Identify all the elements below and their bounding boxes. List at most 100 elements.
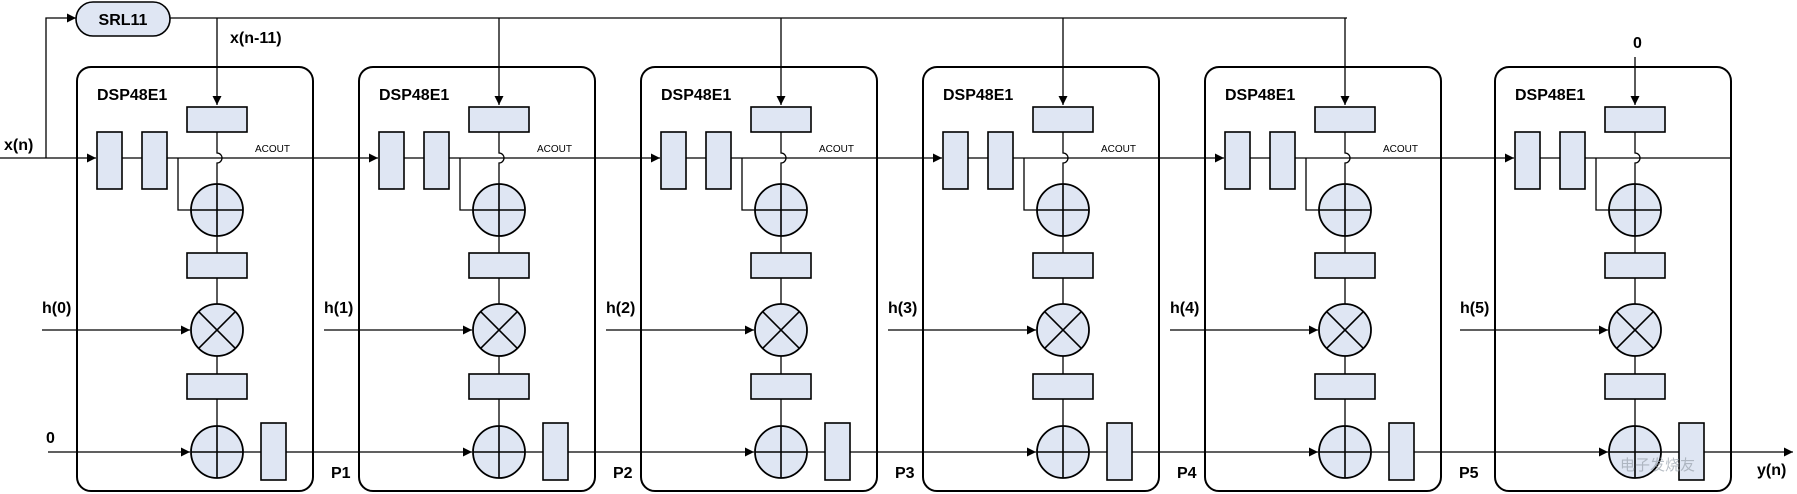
top-register (1604, 106, 1666, 133)
dsp-block-outline (1204, 66, 1442, 492)
multiplier (190, 303, 244, 357)
p-register (260, 422, 287, 481)
top-register (1314, 106, 1376, 133)
pre-adder (1036, 183, 1090, 237)
ad-register (468, 252, 530, 279)
pre-adder (1608, 183, 1662, 237)
acout-label: ACOUT (537, 144, 572, 155)
multiplier-x-b (198, 311, 236, 349)
multiplier (754, 303, 808, 357)
a2-register (141, 131, 168, 190)
p-register (542, 422, 569, 481)
pre-adder (1318, 183, 1372, 237)
top-register (1032, 106, 1094, 133)
a1-register (1514, 131, 1541, 190)
multiplier (472, 303, 526, 357)
a1-register (1224, 131, 1251, 190)
m-register (186, 373, 248, 400)
top-register (750, 106, 812, 133)
srl11-box (75, 1, 171, 37)
multiplier-x-b (1044, 311, 1082, 349)
a-to-preadder-wire (177, 158, 191, 211)
input-label: x(n) (4, 137, 33, 154)
delayed-input-label: x(n-11) (230, 30, 282, 47)
multiplier (1608, 303, 1662, 357)
coefficient-label: h(4) (1170, 300, 1199, 317)
coefficient-label: h(0) (42, 300, 71, 317)
multiplier-x-b (762, 311, 800, 349)
coefficient-label: h(1) (324, 300, 353, 317)
ad-register (1314, 252, 1376, 279)
post-adder (472, 425, 526, 479)
ad-register (1604, 252, 1666, 279)
p-register (1678, 422, 1705, 481)
m-register (1314, 373, 1376, 400)
a-to-preadder-wire (1023, 158, 1037, 211)
post-adder (1036, 425, 1090, 479)
dsp-block-label: DSP48E1 (1515, 87, 1585, 104)
dsp-block-label: DSP48E1 (379, 87, 449, 104)
p-register (824, 422, 851, 481)
a1-register (378, 131, 405, 190)
acout-label: ACOUT (1101, 144, 1136, 155)
dsp-block-outline (1494, 66, 1732, 492)
dsp-block-outline (640, 66, 878, 492)
ad-register (750, 252, 812, 279)
pout-label: P5 (1459, 465, 1479, 482)
multiplier (1036, 303, 1090, 357)
watermark-text: 电子发烧友 (1620, 457, 1695, 474)
coefficient-label: h(3) (888, 300, 917, 317)
pre-adder (472, 183, 526, 237)
post-adder (754, 425, 808, 479)
a-to-preadder-wire (1595, 158, 1609, 211)
acout-label: ACOUT (1383, 144, 1418, 155)
a1-register (942, 131, 969, 190)
a2-register (705, 131, 732, 190)
coefficient-label: h(2) (606, 300, 635, 317)
ad-register (186, 252, 248, 279)
multiplier-x-b (1616, 311, 1654, 349)
c-zero-label: 0 (1633, 35, 1642, 52)
top-register (468, 106, 530, 133)
a2-register (1559, 131, 1586, 190)
pout-label: P4 (1177, 465, 1197, 482)
dsp-block-outline (76, 66, 314, 492)
top-level-elements: SRL11 x(n) x(n-11) 0 0 y(n) 电子发烧友 (4, 1, 1786, 479)
a1-register (96, 131, 123, 190)
output-label: y(n) (1757, 462, 1786, 479)
ad-register (1032, 252, 1094, 279)
acout-label: ACOUT (819, 144, 854, 155)
zero-input-label: 0 (46, 430, 55, 447)
a-to-preadder-wire (741, 158, 755, 211)
top-register (186, 106, 248, 133)
m-register (1032, 373, 1094, 400)
a2-register (1269, 131, 1296, 190)
m-register (750, 373, 812, 400)
p-register (1388, 422, 1415, 481)
p-register (1106, 422, 1133, 481)
dsp-block-label: DSP48E1 (97, 87, 167, 104)
multiplier (1318, 303, 1372, 357)
pout-label: P2 (613, 465, 633, 482)
srl11-block: SRL11 (75, 1, 171, 37)
acout-label: ACOUT (255, 144, 290, 155)
a-to-preadder-wire (1305, 158, 1319, 211)
dsp-block-label: DSP48E1 (943, 87, 1013, 104)
m-register (468, 373, 530, 400)
dsp-stages: DSP48E1ACOUTh(0)DSP48E1ACOUTh(1)DSP48E1A… (42, 18, 1732, 492)
post-adder (190, 425, 244, 479)
multiplier-x-b (480, 311, 518, 349)
dsp-block-outline (922, 66, 1160, 492)
pout-label: P3 (895, 465, 915, 482)
m-register (1604, 373, 1666, 400)
xn-to-srl-wire (45, 13, 76, 158)
multiplier-x-b (1326, 311, 1364, 349)
a1-register (660, 131, 687, 190)
